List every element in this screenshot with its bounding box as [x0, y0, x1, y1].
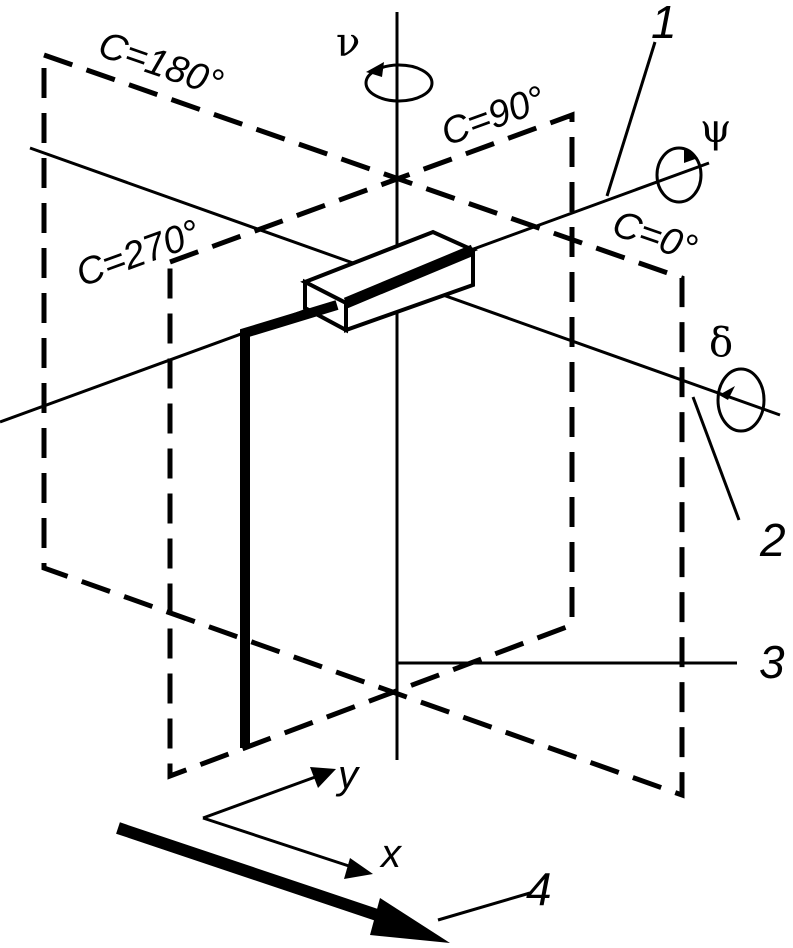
callout-1: 1 [651, 0, 677, 48]
luminaire-box [300, 229, 479, 334]
callout-3: 3 [759, 636, 785, 688]
plane-c180-c0 [41, 51, 685, 799]
leader-2 [691, 396, 741, 521]
delta-rotation-icon [716, 367, 766, 433]
symbol-delta: δ [709, 320, 733, 366]
symbol-nu: ν [336, 20, 360, 66]
plane-c270-c90 [167, 111, 575, 780]
coordinate-axes [202, 767, 373, 879]
nu-rotation-icon [364, 62, 434, 103]
leader-4 [437, 891, 531, 922]
label-c270: C=270° [71, 212, 206, 295]
arrow-4 [116, 822, 450, 943]
leader-1 [605, 41, 657, 197]
support-arm [240, 300, 339, 748]
callout-2: 2 [759, 514, 786, 566]
label-c0: C=0° [607, 203, 702, 271]
callout-4: 4 [526, 863, 552, 915]
label-c180: C=180° [93, 24, 228, 105]
symbol-psi: ψ [700, 106, 731, 152]
axis-label-y: y [335, 753, 361, 797]
psi-rotation-icon [655, 146, 703, 204]
axis-label-x: x [379, 832, 403, 876]
